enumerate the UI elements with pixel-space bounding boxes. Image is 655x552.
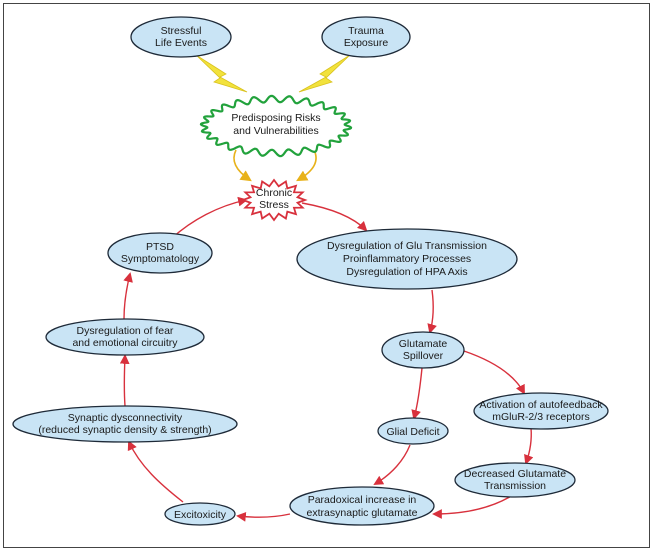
starburst-shape — [240, 178, 308, 222]
arrow-fear-to-ptsd — [123, 272, 133, 320]
dysregulation-line-3: Dysregulation of HPA Axis — [346, 266, 467, 278]
node-ptsd-symptomatology: PTSD Symptomatology — [107, 232, 213, 274]
fear-line-1: Dysregulation of fear — [77, 325, 174, 337]
node-decreased-glutamate: Decreased Glutamate Transmission — [454, 462, 576, 498]
synaptic-line-1: Synaptic dysconnectivity — [68, 412, 183, 424]
excitoxicity-line-1: Excitoxicity — [174, 509, 227, 521]
node-activation-autofeedback: Activation of autofeedback mGluR-2/3 rec… — [473, 392, 609, 430]
trauma-line-2: Exposure — [344, 37, 389, 49]
node-trauma-exposure: Trauma Exposure — [321, 16, 411, 58]
arrow-glial-to-paradoxical — [373, 444, 411, 485]
activation-line-2: mGluR-2/3 receptors — [492, 411, 589, 423]
activation-line-1: Activation of autofeedback — [479, 399, 603, 411]
lightning-bolt-left-icon — [195, 54, 248, 93]
arrow-predisposing-to-stress-left — [233, 149, 252, 182]
node-glutamate-spillover: Glutamate Spillover — [381, 331, 465, 369]
arrow-paradoxical-to-excitoxicity — [236, 511, 291, 522]
arrow-synaptic-to-fear — [119, 354, 130, 407]
node-synaptic-dysconnectivity: Synaptic dysconnectivity (reduced synapt… — [12, 405, 238, 443]
decreased-line-1: Decreased Glutamate — [464, 468, 566, 480]
node-stressful-life-events: Stressful Life Events — [130, 16, 232, 58]
paradoxical-line-1: Paradoxical increase in — [308, 494, 417, 506]
node-chronic-stress: Chronic Stress — [240, 178, 308, 222]
arrow-excitoxicity-to-synaptic — [127, 440, 184, 503]
node-glial-deficit: Glial Deficit — [377, 417, 449, 445]
trauma-line-1: Trauma — [348, 25, 384, 37]
decreased-line-2: Transmission — [484, 480, 546, 492]
stressful-line-1: Stressful — [161, 25, 202, 37]
predisposing-line-2: and Vulnerabilities — [233, 125, 318, 137]
predisposing-line-1: Predisposing Risks — [231, 112, 320, 124]
arrow-decreased-to-paradoxical — [432, 494, 514, 519]
spillover-line-1: Glutamate — [399, 338, 448, 350]
paradoxical-line-2: extrasynaptic glutamate — [307, 507, 418, 519]
synaptic-line-2: (reduced synaptic density & strength) — [38, 424, 211, 436]
ptsd-line-2: Symptomatology — [121, 253, 200, 265]
wavy-border-shape — [199, 94, 353, 158]
dysregulation-line-2: Proinflammatory Processes — [343, 253, 471, 265]
arrow-activation-to-decreased — [524, 427, 534, 465]
arrow-predisposing-to-stress-right — [296, 149, 317, 182]
glial-line-1: Glial Deficit — [386, 426, 439, 438]
chronic-line-1: Chronic — [256, 187, 292, 199]
node-dysregulation-fear: Dysregulation of fear and emotional circ… — [45, 318, 205, 356]
arrow-stress-to-dysregulation — [301, 202, 368, 232]
arrow-ptsd-to-stress — [171, 196, 248, 239]
node-dysregulation-glu: Dysregulation of Glu Transmission Proinf… — [296, 228, 518, 290]
lightning-bolt-right-icon — [298, 54, 351, 93]
arrow-dysregulation-to-spillover — [427, 289, 437, 334]
node-excitoxicity: Excitoxicity — [164, 502, 236, 526]
spillover-line-2: Spillover — [403, 350, 444, 362]
node-predisposing: Predisposing Risks and Vulnerabilities — [199, 94, 353, 158]
chronic-line-2: Stress — [259, 199, 289, 211]
fear-line-2: and emotional circuitry — [72, 337, 178, 349]
arrow-spillover-to-glial — [411, 367, 423, 420]
arrow-spillover-to-activation — [463, 350, 525, 395]
node-paradoxical-increase: Paradoxical increase in extrasynaptic gl… — [289, 486, 435, 526]
stressful-line-2: Life Events — [155, 37, 207, 49]
ptsd-line-1: PTSD — [146, 241, 174, 253]
dysregulation-line-1: Dysregulation of Glu Transmission — [327, 240, 487, 252]
